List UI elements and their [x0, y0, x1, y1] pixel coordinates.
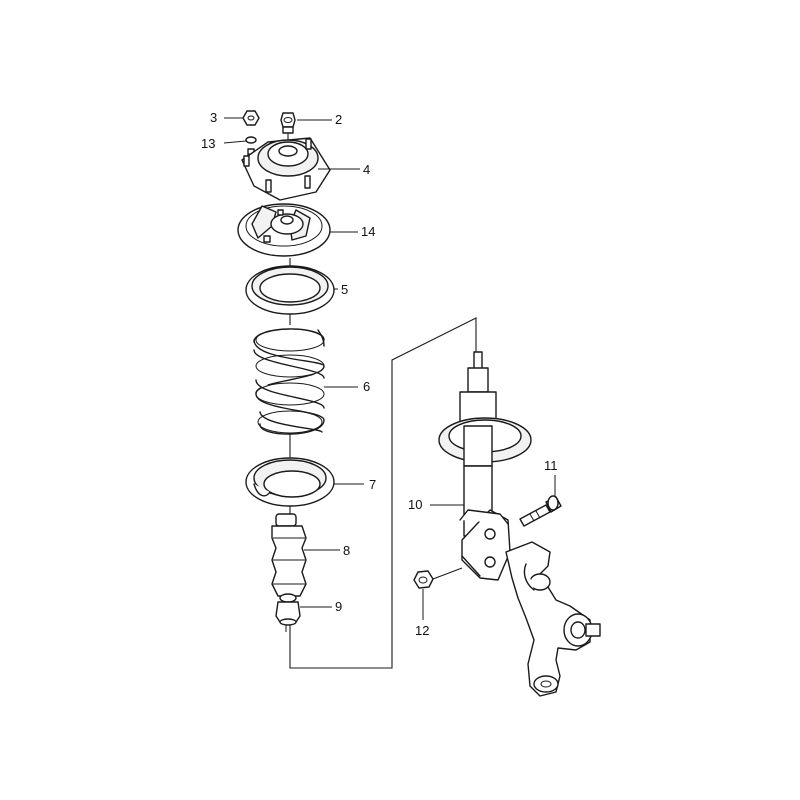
callout-labels: 3 2 13 4 14 5 6 7 8 9 10 11 12: [201, 110, 558, 638]
callout-10: 10: [408, 497, 422, 512]
steering-knuckle: [505, 541, 601, 697]
assembly-bracket-lines: [289, 317, 477, 669]
part-5-upper-spring-pad: [245, 265, 335, 315]
part-10-strut-assembly: [438, 351, 532, 581]
callout-7: 7: [369, 477, 376, 492]
callout-14: 14: [361, 224, 375, 239]
part-11-bolt: [519, 495, 562, 527]
part-4-strut-mount: [241, 137, 331, 201]
callout-4: 4: [363, 162, 370, 177]
part-14-bearing-seat: [237, 203, 331, 257]
callout-9: 9: [335, 599, 342, 614]
part-8-dust-boot: [271, 513, 307, 597]
callout-8: 8: [343, 543, 350, 558]
callout-6: 6: [363, 379, 370, 394]
leader-lines: [223, 117, 556, 620]
part-2-top-nut: [280, 112, 296, 134]
part-7-lower-spring-pad: [245, 457, 335, 507]
callout-13: 13: [201, 136, 215, 151]
callout-5: 5: [341, 282, 348, 297]
part-9-bump-stop: [275, 593, 301, 632]
callout-12: 12: [415, 623, 429, 638]
part-12-flange-nut: [413, 567, 463, 589]
callout-3: 3: [210, 110, 217, 125]
part-3-nut: [242, 110, 260, 126]
callout-11: 11: [544, 458, 558, 473]
callout-2: 2: [335, 112, 342, 127]
part-6-coil-spring: [253, 328, 325, 435]
